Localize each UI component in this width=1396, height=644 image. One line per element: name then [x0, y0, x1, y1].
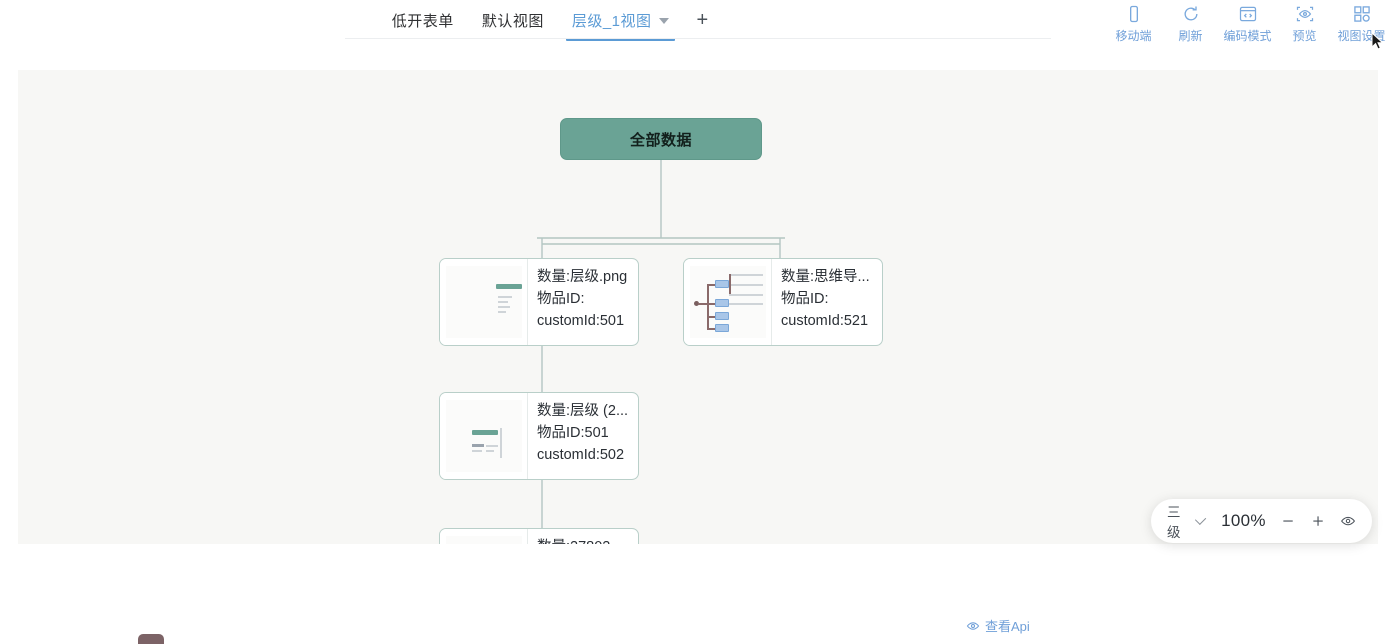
node-line-2: 物品ID:501	[537, 425, 609, 441]
node-meta: 数量:层级 (2... 物品ID:501 customId:502	[528, 393, 638, 479]
tab-label: 低开表单	[391, 13, 454, 30]
node-meta: 数量:27802	[528, 529, 638, 544]
node-line-1: 数量:思维导...	[781, 269, 870, 285]
toolbar-item-label: 移动端	[1115, 29, 1152, 43]
document-thumb	[446, 266, 522, 338]
zoom-control-panel: 三级 100%	[1151, 499, 1372, 543]
node-line-3: customId:502	[537, 447, 625, 463]
node-thumbnail	[440, 259, 528, 345]
toolbar-item-label: 预览	[1292, 29, 1317, 43]
document-thumb	[446, 400, 522, 472]
tab-label: 层级_1视图	[571, 13, 652, 30]
node-line-1: 数量:层级.png	[537, 269, 628, 285]
root-node-all-data[interactable]: 全部数据	[560, 118, 762, 160]
zoom-level-select[interactable]: 三级	[1167, 505, 1181, 540]
node-thumbnail	[440, 529, 528, 544]
header-toolbar: 移动端 刷新 编码	[1105, 0, 1390, 44]
zoom-percent-value: 100%	[1221, 511, 1266, 530]
tree-node-card[interactable]: 数量:层级 (2... 物品ID:501 customId:502	[439, 392, 639, 480]
tab-低开表单[interactable]: 低开表单	[378, 0, 468, 41]
mouse-cursor	[1371, 32, 1384, 50]
tab-label: 默认视图	[481, 13, 544, 30]
node-line-3: customId:501	[537, 313, 625, 329]
document-thumb	[446, 536, 522, 544]
root-node-label: 全部数据	[629, 131, 692, 149]
node-line-1: 数量:层级 (2...	[537, 403, 629, 419]
toolbar-item-preview[interactable]: 预览	[1276, 0, 1333, 44]
node-line-1: 数量:27802	[537, 537, 638, 544]
toolbar-item-label: 刷新	[1178, 29, 1203, 43]
top-header: 低开表单 默认视图 层级_1视图 + 移动端	[0, 0, 1396, 44]
view-settings-grid-icon	[1352, 4, 1372, 24]
active-tab-underline	[565, 38, 675, 41]
bottom-left-partial-widget[interactable]	[138, 634, 164, 644]
node-line-2: 物品ID:	[537, 291, 585, 307]
node-thumbnail	[440, 393, 528, 479]
mindmap-thumb	[690, 266, 766, 338]
tree-canvas[interactable]: 全部数据 数量:层级.png 物品ID: customId:501	[18, 70, 1378, 544]
chevron-down-icon[interactable]	[1194, 513, 1207, 525]
preview-eye-icon	[1295, 4, 1315, 24]
node-line-3: customId:521	[781, 313, 869, 329]
tree-node-card[interactable]: 数量:层级.png 物品ID: customId:501	[439, 258, 639, 346]
node-meta: 数量:层级.png 物品ID: customId:501	[528, 259, 638, 345]
node-thumbnail	[684, 259, 772, 345]
tree-node-card[interactable]: 数量:思维导... 物品ID: customId:521	[683, 258, 883, 346]
tree-node-card[interactable]: 数量:27802	[439, 528, 639, 544]
zoom-in-button[interactable]	[1310, 511, 1326, 531]
node-meta: 数量:思维导... 物品ID: customId:521	[772, 259, 882, 345]
refresh-icon	[1181, 4, 1201, 24]
eye-icon[interactable]	[1340, 511, 1356, 531]
tab-层级-1视图[interactable]: 层级_1视图	[558, 0, 683, 41]
add-tab-button[interactable]: +	[696, 9, 709, 31]
chevron-down-icon[interactable]	[658, 17, 669, 24]
toolbar-item-mobile[interactable]: 移动端	[1105, 0, 1162, 44]
eye-icon	[966, 619, 980, 633]
code-mode-icon	[1238, 4, 1258, 24]
toolbar-item-label: 编码模式	[1223, 29, 1272, 43]
view-api-link[interactable]: 查看Api	[966, 616, 1030, 635]
tree-stage: 全部数据 数量:层级.png 物品ID: customId:501	[18, 70, 1378, 544]
node-line-2: 物品ID:	[781, 291, 829, 307]
zoom-out-button[interactable]	[1280, 511, 1296, 531]
mobile-icon	[1124, 4, 1144, 24]
toolbar-item-refresh[interactable]: 刷新	[1162, 0, 1219, 44]
toolbar-item-code-mode[interactable]: 编码模式	[1219, 0, 1276, 44]
view-api-label: 查看Api	[985, 619, 1030, 634]
tab-默认视图[interactable]: 默认视图	[468, 0, 558, 41]
header-divider	[345, 38, 1051, 39]
view-tab-bar: 低开表单 默认视图 层级_1视图 +	[0, 0, 1100, 41]
